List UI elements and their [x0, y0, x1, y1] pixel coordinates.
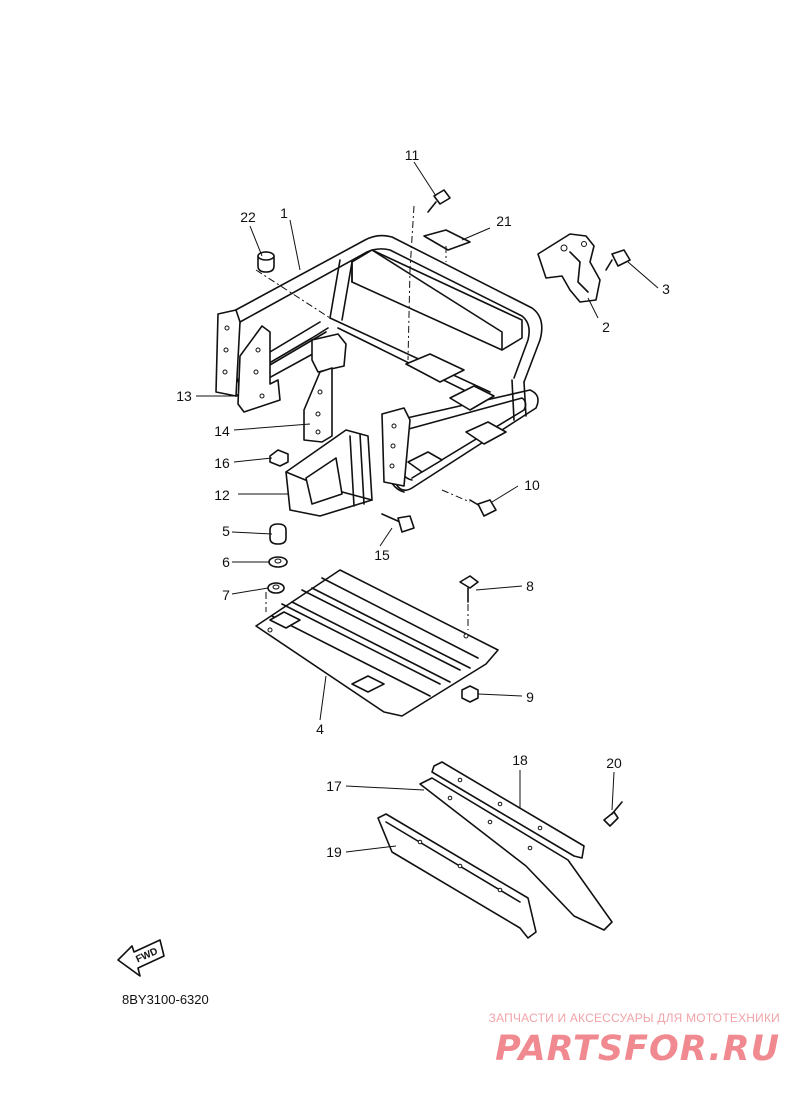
callout-2: 2	[602, 319, 610, 335]
watermark-tagline: ЗАПЧАСТИ И АКСЕССУАРЫ ДЛЯ МОТОТЕХНИКИ	[489, 1011, 780, 1025]
callout-21: 21	[496, 213, 512, 229]
washer-7	[267, 582, 285, 594]
callout-20: 20	[606, 755, 622, 771]
callout-18: 18	[512, 752, 528, 768]
diagram-code: 8BY3100-6320	[122, 992, 209, 1007]
rear-rack-frame	[215, 234, 543, 493]
bolt-10	[469, 499, 497, 517]
callout-5: 5	[222, 523, 230, 539]
callout-12: 12	[214, 487, 230, 503]
nut-16	[269, 449, 289, 467]
bolt-3	[605, 249, 631, 271]
callout-13: 13	[176, 388, 192, 404]
washer-6	[268, 556, 288, 568]
leader-lines	[196, 161, 659, 853]
callout-9: 9	[526, 689, 534, 705]
callout-22: 22	[240, 209, 256, 225]
callout-10: 10	[524, 477, 540, 493]
cap-22	[257, 251, 275, 273]
label-plate-21	[423, 229, 471, 251]
side-rail-18	[431, 761, 585, 859]
callout-19: 19	[326, 844, 342, 860]
callout-17: 17	[326, 778, 342, 794]
watermark: ЗАПЧАСТИ И АКСЕССУАРЫ ДЛЯ МОТОТЕХНИКИ PA…	[489, 1011, 780, 1069]
callout-4: 4	[316, 721, 324, 737]
bolt-11	[427, 189, 451, 213]
rivet-20	[603, 801, 623, 827]
callout-labels: 1 2 3 4 5 6 7 8 9 10 11 12 13 14 15 16 1…	[176, 147, 670, 860]
storage-box-12	[285, 429, 373, 517]
callout-11: 11	[405, 147, 420, 163]
callout-1: 1	[280, 205, 288, 221]
watermark-logo: PARTSFOR.RU	[495, 1029, 780, 1069]
callout-8: 8	[526, 578, 534, 594]
bracket-stay-14	[303, 367, 333, 443]
callout-16: 16	[214, 455, 230, 471]
callout-7: 7	[222, 587, 230, 603]
nut-5	[269, 523, 287, 545]
callout-3: 3	[662, 281, 670, 297]
bolt-15	[381, 513, 415, 533]
latch-bracket-2	[537, 233, 601, 303]
side-panel-17	[419, 777, 613, 931]
callout-6: 6	[222, 554, 230, 570]
side-rail-19	[377, 813, 537, 939]
nut-9	[461, 685, 479, 703]
assembly-guide-lines	[255, 205, 471, 630]
bolt-8	[459, 575, 479, 603]
cargo-bed-plate-4	[255, 569, 499, 717]
callout-15: 15	[374, 547, 390, 563]
callout-14: 14	[214, 423, 230, 439]
forward-direction-arrow: FWD	[117, 939, 165, 977]
side-bracket-13	[237, 325, 281, 413]
